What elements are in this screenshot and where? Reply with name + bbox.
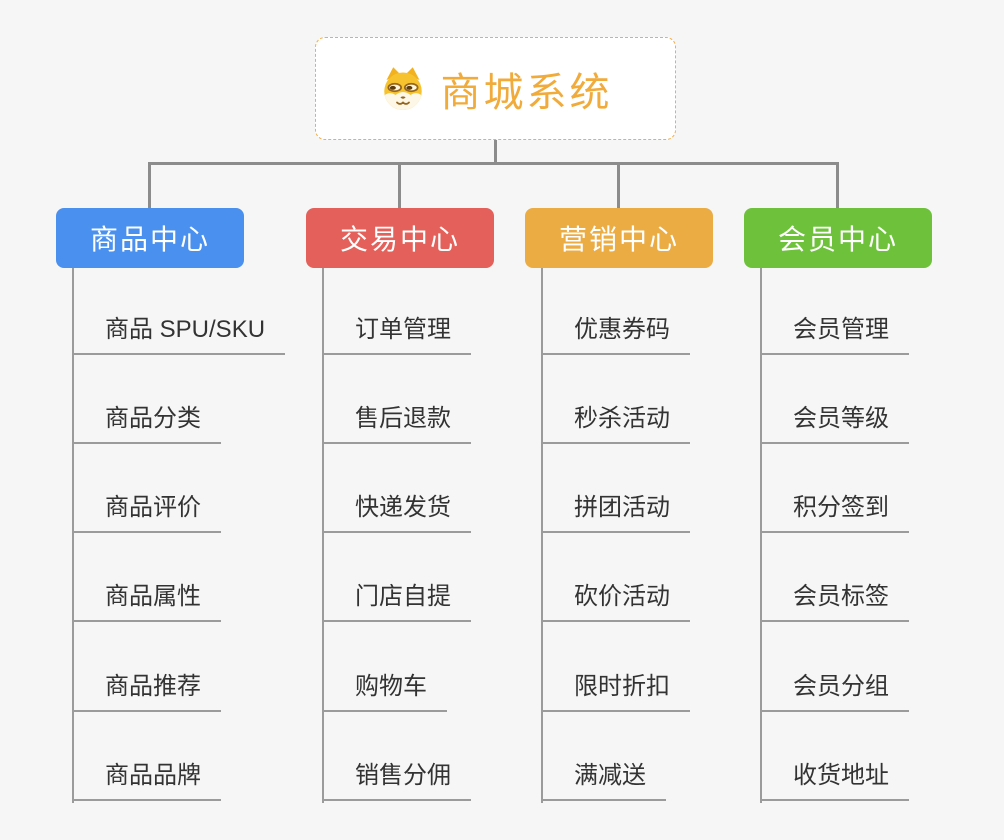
branch-node-trade-center[interactable]: 交易中心 [306, 208, 494, 268]
connector-drop-member [836, 162, 839, 209]
connector-column-product [72, 268, 74, 803]
leaf-node[interactable]: 商品 SPU/SKU [72, 314, 286, 355]
leaf-node[interactable]: 快递发货 [322, 492, 471, 533]
connector-bus [149, 162, 839, 165]
branch-node-marketing-center[interactable]: 营销中心 [525, 208, 713, 268]
leaf-node[interactable]: 商品品牌 [72, 760, 221, 801]
branch-node-member-center[interactable]: 会员中心 [744, 208, 932, 268]
leaf-node[interactable]: 会员分组 [760, 671, 909, 712]
leaf-node[interactable]: 优惠券码 [541, 314, 690, 355]
branch-title: 交易中心 [339, 224, 460, 255]
leaf-node[interactable]: 满减送 [541, 760, 666, 801]
leaf-node[interactable]: 售后退款 [322, 403, 471, 444]
connector-root-stem [494, 140, 497, 164]
connector-column-marketing [541, 268, 543, 803]
leaf-node[interactable]: 商品分类 [72, 403, 221, 444]
leaf-node[interactable]: 积分签到 [760, 492, 909, 533]
leaf-node[interactable]: 收货地址 [760, 760, 909, 801]
leaf-node[interactable]: 砍价活动 [541, 581, 690, 622]
leaf-node[interactable]: 销售分佣 [322, 760, 471, 801]
branch-title: 营销中心 [558, 224, 679, 255]
leaf-node[interactable]: 会员标签 [760, 581, 909, 622]
leaf-node[interactable]: 秒杀活动 [541, 403, 690, 444]
leaf-node[interactable]: 限时折扣 [541, 671, 690, 712]
leaf-node[interactable]: 会员管理 [760, 314, 909, 355]
root-node[interactable]: 商城系统 [315, 37, 676, 140]
connector-column-trade [322, 268, 324, 803]
connector-drop-trade [398, 162, 401, 209]
leaf-node[interactable]: 商品评价 [72, 492, 221, 533]
leaf-node[interactable]: 购物车 [322, 671, 447, 712]
branch-node-product-center[interactable]: 商品中心 [56, 208, 244, 268]
branch-title: 会员中心 [777, 224, 898, 255]
connector-drop-product [148, 162, 151, 209]
leaf-node[interactable]: 订单管理 [322, 314, 471, 355]
leaf-node[interactable]: 商品属性 [72, 581, 221, 622]
leaf-node[interactable]: 商品推荐 [72, 671, 221, 712]
leaf-node[interactable]: 会员等级 [760, 403, 909, 444]
connector-column-member [760, 268, 762, 803]
root-title: 商城系统 [440, 70, 613, 115]
shiba-dog-icon [383, 66, 422, 110]
connector-drop-marketing [617, 162, 620, 209]
leaf-node[interactable]: 拼团活动 [541, 492, 690, 533]
branch-title: 商品中心 [89, 224, 210, 255]
leaf-node[interactable]: 门店自提 [322, 581, 471, 622]
